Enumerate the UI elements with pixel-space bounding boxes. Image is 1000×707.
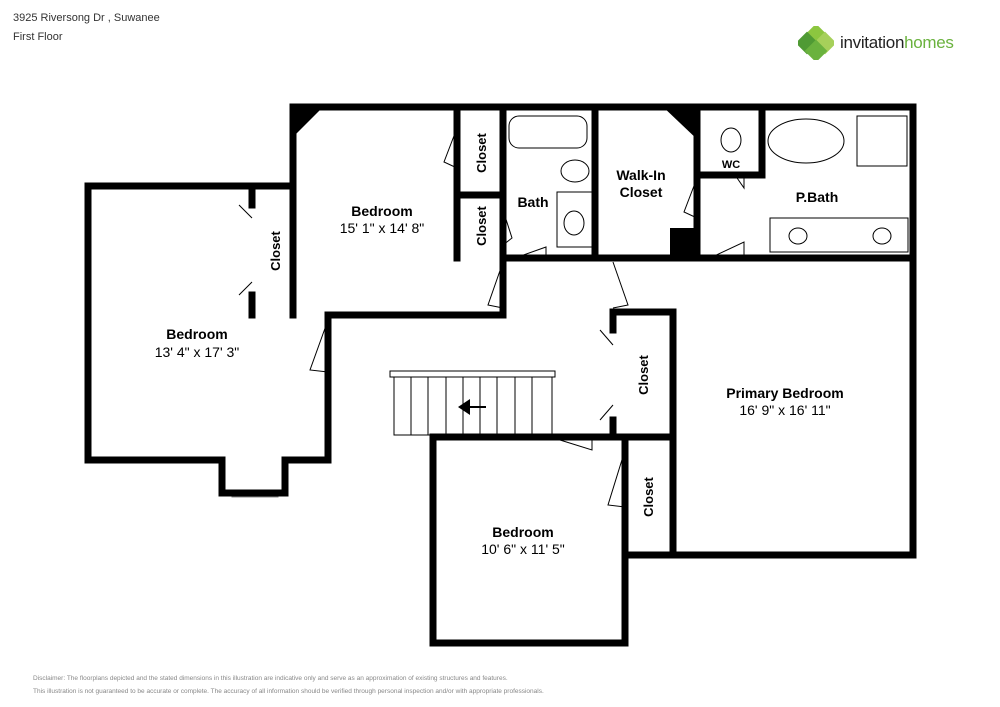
room-dims-bedroom-top: 15' 1" x 14' 8" [340,220,425,236]
stair-arrow-icon [458,399,486,415]
room-dims-bedroom-bottom: 10' 6" x 11' 5" [481,541,565,557]
disclaimer-line-2: This illustration is not guaranteed to b… [33,688,544,695]
toilet-icon [560,159,590,183]
room-name-wc: WC [722,159,740,171]
walls [84,103,917,647]
room-name-walkin-1: Walk-In [616,167,665,183]
room-dims-bedroom-left: 13' 4" x 17' 3" [155,344,240,360]
logo-text-invitation: invitation [840,33,905,52]
logo-mark-icon [798,26,834,60]
closet-label: Closet [636,354,651,394]
sink-icon [563,210,585,236]
room-name-primary: Primary Bedroom [726,385,843,401]
logo-text-homes: homes [904,33,954,52]
stair-rail [389,370,556,378]
room-name-bedroom-left: Bedroom [166,326,227,342]
bathtub-icon [508,115,588,149]
room-name-bedroom-bottom: Bedroom [492,524,553,540]
p-bath-tub-icon [767,118,845,164]
invitation-homes-logo: invitationhomes [798,26,954,60]
room-name-bedroom-top: Bedroom [351,203,412,219]
doors [238,127,745,508]
room-name-pbath: P.Bath [796,189,839,205]
room-name-bath: Bath [517,194,548,210]
wc-toilet-icon [720,127,742,153]
sink-icon [788,227,808,245]
address: 3925 Riversong Dr , Suwanee [13,12,160,24]
sink-icon [872,227,892,245]
disclaimer-line-1: Disclaimer: The floorplans depicted and … [33,675,508,682]
closet-label: Closet [474,132,489,172]
shower-icon [856,115,908,167]
closet-label: Closet [641,476,656,516]
floor-label: First Floor [13,31,63,43]
room-dims-primary: 16' 9" x 16' 11" [739,402,830,418]
room-name-walkin-2: Closet [620,184,663,200]
closet-label: Closet [474,205,489,245]
closet-label: Closet [268,230,283,270]
